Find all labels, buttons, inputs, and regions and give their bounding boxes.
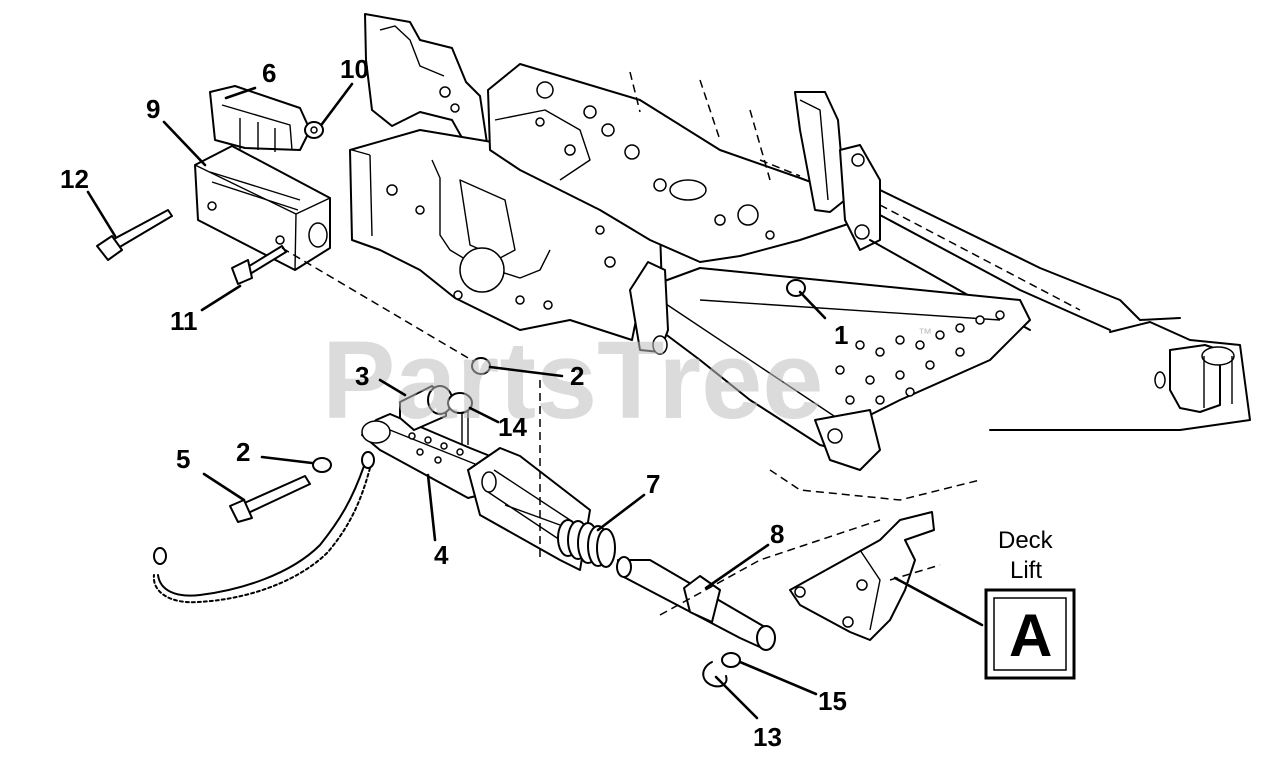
bolt-and-washer bbox=[229, 279, 806, 523]
callout-15: 15 bbox=[818, 686, 847, 716]
frame-drawing bbox=[349, 13, 1251, 501]
callout-1: 1 bbox=[834, 320, 848, 350]
pivot-bracket-group bbox=[96, 85, 481, 366]
spring bbox=[504, 504, 616, 568]
callout-6: 6 bbox=[262, 58, 276, 88]
leader-lines bbox=[86, 82, 984, 720]
callout-7: 7 bbox=[646, 469, 660, 499]
callout-5: 5 bbox=[176, 444, 190, 474]
reference-box-inner bbox=[993, 597, 1067, 671]
e-clip bbox=[702, 661, 728, 688]
callout-11: 11 bbox=[170, 306, 198, 336]
ground-cable bbox=[152, 451, 375, 604]
callout-13: 13 bbox=[753, 722, 782, 752]
deck-lift-reference: Deck Lift A bbox=[984, 527, 1076, 680]
callout-10: 10 bbox=[340, 54, 369, 84]
callout-12: 12 bbox=[60, 164, 89, 194]
washer bbox=[721, 652, 741, 668]
deck-lift-shaft bbox=[616, 556, 776, 651]
callout-9: 9 bbox=[146, 94, 160, 124]
reference-letter: A bbox=[1009, 602, 1052, 669]
callout-4: 4 bbox=[434, 540, 449, 570]
deck-lift-label-line1: Deck bbox=[998, 527, 1054, 554]
callout-2-lower: 2 bbox=[236, 437, 250, 467]
rail-holes bbox=[835, 310, 1005, 405]
callout-14: 14 bbox=[498, 412, 527, 442]
deck-lift-label-line2: Lift bbox=[1010, 557, 1042, 584]
deck-lift-bracket bbox=[659, 511, 941, 641]
callout-8: 8 bbox=[770, 519, 784, 549]
watermark-text: PartsTree bbox=[322, 319, 823, 442]
callout-numbers: 1 2 3 4 5 2 6 7 8 9 10 11 12 13 14 15 bbox=[60, 54, 848, 752]
callout-2-upper: 2 bbox=[570, 361, 584, 391]
watermark-trademark: ™ bbox=[918, 325, 932, 341]
callout-3: 3 bbox=[355, 361, 369, 391]
reference-box bbox=[984, 588, 1076, 680]
